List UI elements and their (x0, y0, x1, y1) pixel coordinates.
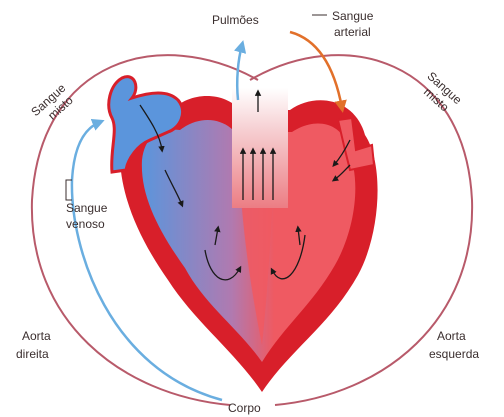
label-sangue-venoso-line1: Sangue (66, 201, 108, 215)
label-sangue-arterial-line2: arterial (334, 25, 371, 39)
label-sangue-venoso-line2: venoso (66, 217, 105, 231)
label-aorta-esquerda-line1: Aorta (437, 329, 466, 343)
label-pulmoes: Pulmões (212, 13, 259, 27)
label-sangue-arterial-line1: Sangue (332, 9, 374, 23)
label-aorta-direita-line1: Aorta (22, 329, 51, 343)
label-corpo: Corpo (228, 401, 261, 415)
label-aorta-direita-line2: direita (16, 347, 49, 361)
aorta-trunk (232, 88, 288, 208)
arterial-return-arrow (290, 32, 342, 108)
label-aorta-esquerda-line2: esquerda (429, 347, 479, 361)
